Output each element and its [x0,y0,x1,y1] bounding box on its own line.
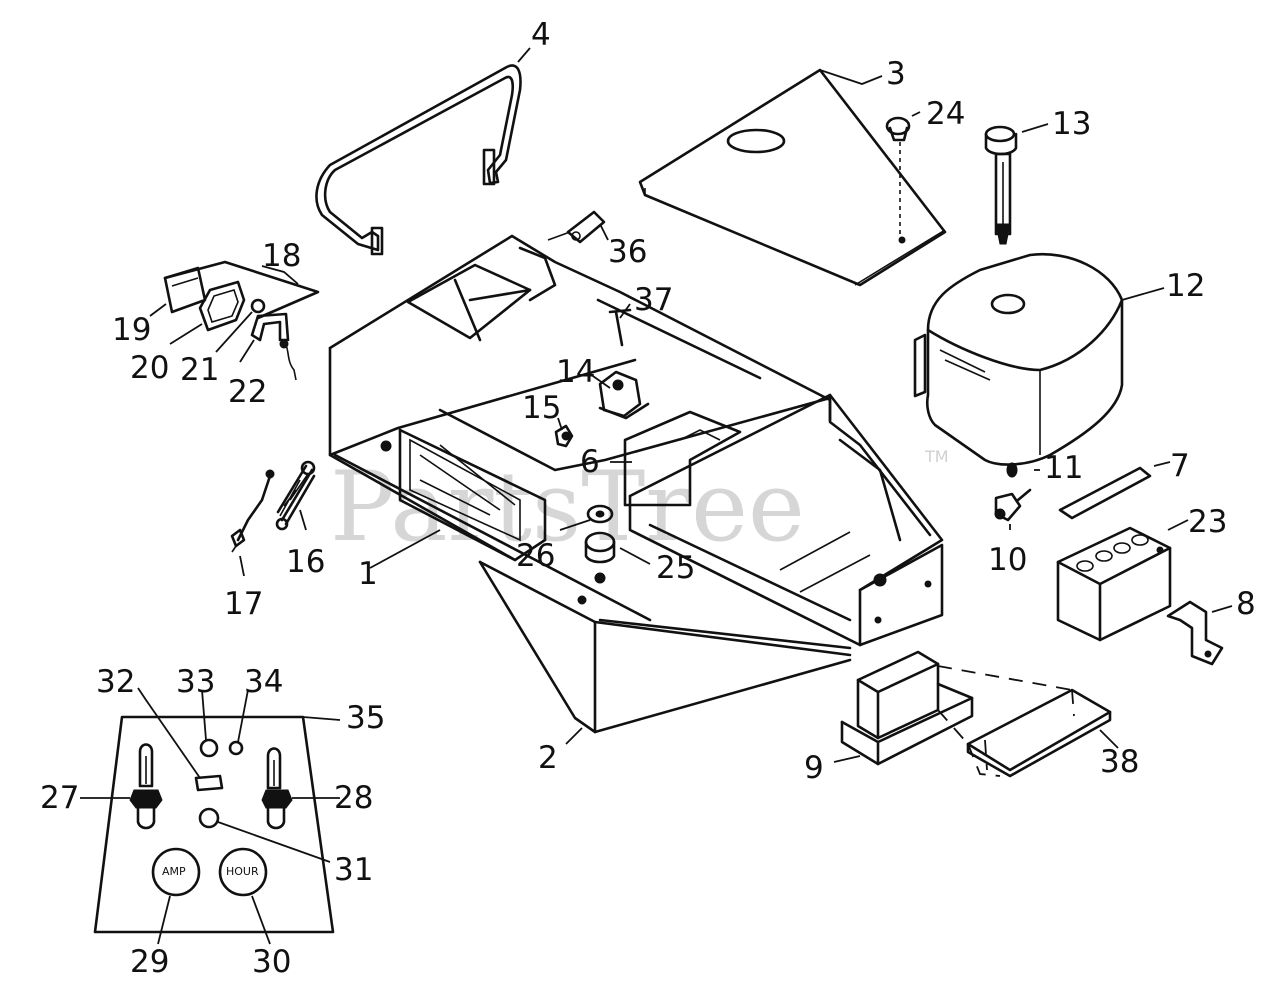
part-17-cable [230,469,275,553]
part-22-bracket [250,312,297,381]
part-2-belly-pan [478,560,852,734]
callout-20: 20 [130,350,169,386]
part-20-gasket [198,280,246,332]
part-12-fuel-tank [913,252,1124,466]
part-21-ring [250,298,266,314]
callout-numbers: 4 3 24 13 12 36 37 18 19 20 21 22 14 15 … [40,17,1256,980]
part-11-fitting [1006,462,1018,478]
part-15-bolt [554,424,574,448]
part-23-battery [1056,526,1172,642]
callout-33: 33 [176,664,215,700]
callout-18: 18 [262,238,301,274]
part-7-strap [1058,466,1152,520]
part-31-knob [198,807,220,829]
part-32-label [194,774,224,792]
part-33-indicator [199,738,219,758]
part-38-plate [937,665,1112,778]
callout-14: 14 [556,354,595,390]
watermark: PartsTree [330,451,805,563]
callout-36: 36 [608,234,647,270]
leader-lines [80,47,1233,945]
part-26-washer [586,504,614,524]
callout-21: 21 [180,352,219,388]
part-37-pin [608,308,632,347]
amp-gauge-label: AMP [162,865,186,878]
callout-37: 37 [634,282,673,318]
part-27-lever [129,743,163,830]
callout-3: 3 [886,56,906,92]
callout-10: 10 [988,542,1027,578]
part-24-knob [885,116,911,244]
part-25-bushing [584,531,616,564]
part-19-switch [163,266,207,314]
part-13-gauge [984,125,1018,245]
part-10-valve [994,488,1032,522]
part-6-plate [623,410,742,507]
callout-34: 34 [244,664,283,700]
part-1-frame [328,234,832,622]
callout-38: 38 [1100,744,1139,780]
callout-24: 24 [926,96,965,132]
callout-30: 30 [252,944,291,980]
part-34-indicator [228,740,244,756]
callout-11: 11 [1044,450,1083,486]
part-16-spring [275,460,316,531]
watermark-trademark: TM [924,447,949,466]
part-36-connector [547,210,606,244]
hour-gauge-label: HOUR [226,865,259,878]
callout-28: 28 [334,780,373,816]
callout-32: 32 [96,664,135,700]
callout-23: 23 [1188,504,1227,540]
part-9-block [840,650,974,766]
callout-7: 7 [1170,448,1190,484]
part-8-bracket [1166,600,1224,666]
callout-29: 29 [130,944,169,980]
part-14-bracket [598,370,650,420]
part-1-right-rail [628,393,944,647]
callout-17: 17 [224,586,263,622]
callout-15: 15 [522,390,561,426]
callout-35: 35 [346,700,385,736]
callout-22: 22 [228,374,267,410]
callout-19: 19 [112,312,151,348]
callout-9: 9 [804,750,824,786]
callout-2: 2 [538,740,558,776]
callout-26: 26 [516,538,555,574]
callout-6: 6 [580,444,600,480]
callout-25: 25 [656,550,695,586]
part-29-amp-gauge: AMP [151,847,201,897]
callout-31: 31 [334,852,373,888]
callout-4: 4 [531,17,551,53]
callout-8: 8 [1236,586,1256,622]
part-30-hour-gauge: HOUR [218,847,268,897]
part-4-handle-rod [315,64,522,256]
callout-1: 1 [358,556,378,592]
callout-13: 13 [1052,106,1091,142]
part-28-lever [261,747,293,830]
part-3-top-cover [638,68,947,287]
callout-27: 27 [40,780,79,816]
callout-12: 12 [1166,268,1205,304]
callout-16: 16 [286,544,325,580]
